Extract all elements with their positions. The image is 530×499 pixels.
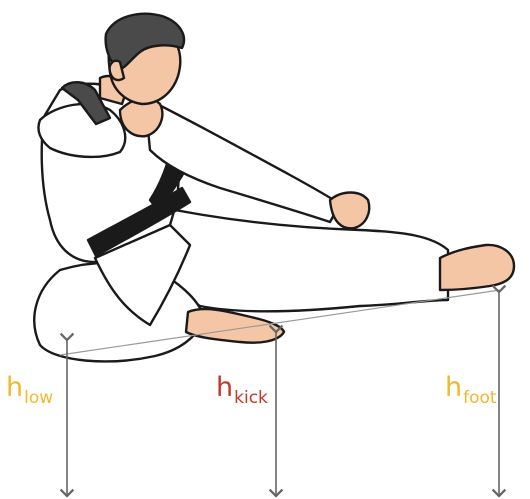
- guard-arm-sleeve: [38, 104, 125, 157]
- h-kick-main: h: [216, 372, 233, 403]
- h-low-label: hlow: [6, 374, 53, 401]
- bent-leg-foot: [186, 309, 284, 343]
- punch-fist: [330, 193, 369, 229]
- kicking-foot: [440, 245, 514, 290]
- h-low-main: h: [6, 372, 23, 403]
- h-kick-sub: kick: [234, 388, 268, 408]
- h-foot-label: hfoot: [445, 374, 497, 401]
- h-foot-main: h: [445, 372, 462, 403]
- h-foot-sub: foot: [463, 388, 496, 408]
- h-kick-label: hkick: [216, 374, 268, 401]
- karate-fighter: [34, 14, 514, 362]
- kicking-leg-pants: [150, 205, 448, 311]
- h-low-sub: low: [24, 388, 53, 408]
